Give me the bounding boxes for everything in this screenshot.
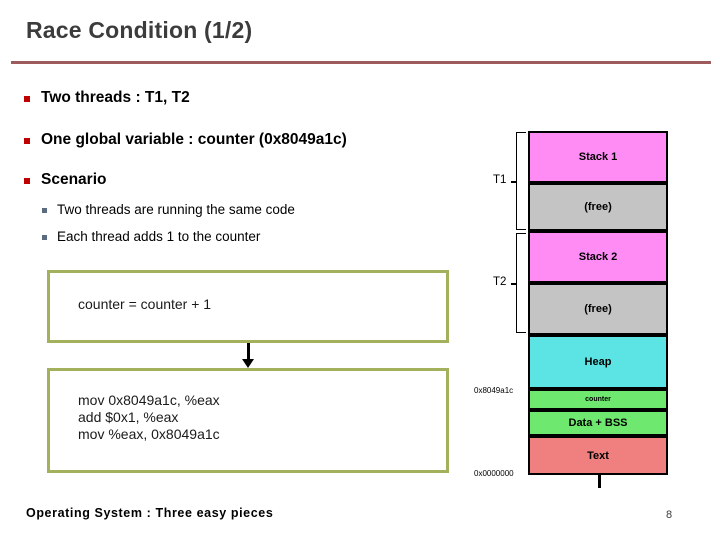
sub-bullet-label: Each thread adds 1 to the counter	[57, 229, 261, 244]
memory-block-stack2: Stack 2	[528, 231, 668, 283]
memory-block-counter: counter	[528, 389, 668, 410]
memory-block-data-bss: Data + BSS	[528, 410, 668, 436]
sub-bullet-marker-icon	[42, 235, 47, 240]
bullet-two-threads: Two threads : T1, T2	[24, 89, 190, 107]
memory-block-text: Text	[528, 436, 668, 475]
flow-arrow-head-icon	[242, 359, 254, 368]
thread-t2-bracket	[516, 233, 526, 333]
footer-page-number: 8	[666, 509, 673, 521]
memory-block-free1-label: (free)	[584, 201, 612, 213]
title-divider	[11, 61, 711, 64]
assembly-code-box	[47, 368, 449, 473]
flow-arrow-shaft	[247, 343, 250, 361]
bullet-label: One global variable : counter (0x8049a1c…	[41, 131, 347, 148]
thread-t1-tick	[511, 181, 517, 183]
sub-bullet-label: Two threads are running the same code	[57, 202, 295, 217]
bullet-label: Two threads : T1, T2	[41, 89, 190, 106]
bullet-marker-icon	[24, 178, 30, 184]
high-level-code-box	[47, 270, 449, 343]
high-level-code-text: counter = counter + 1	[78, 296, 212, 312]
address-label-counter: 0x8049a1c	[474, 386, 514, 395]
memory-block-free2: (free)	[528, 283, 668, 488]
bullet-adds-one: Each thread adds 1 to the counter	[42, 229, 260, 244]
bullet-marker-icon	[24, 96, 30, 102]
sub-bullet-marker-icon	[42, 208, 47, 213]
memory-layout-diagram: Stack 1 (free) Stack 2 (free) Heap count…	[528, 131, 668, 488]
bullet-same-code: Two threads are running the same code	[42, 202, 295, 217]
page-title: Race Condition (1/2)	[26, 17, 253, 43]
bullet-global-variable: One global variable : counter (0x8049a1c…	[24, 131, 347, 149]
footer-title: Operating System : Three easy pieces	[26, 506, 274, 520]
memory-block-free2-label: (free)	[584, 303, 612, 315]
assembly-code-text: mov 0x8049a1c, %eax add $0x1, %eax mov %…	[78, 392, 220, 442]
memory-block-heap: Heap	[528, 335, 668, 389]
thread-t1-label: T1	[493, 174, 507, 186]
memory-block-stack1: Stack 1	[528, 131, 668, 183]
thread-t1-bracket	[516, 132, 526, 230]
bullet-label: Scenario	[41, 171, 107, 188]
bullet-marker-icon	[24, 138, 30, 144]
bullet-scenario: Scenario	[24, 171, 106, 189]
thread-t2-tick	[511, 283, 517, 285]
thread-t2-label: T2	[493, 276, 507, 288]
memory-block-free1: (free)	[528, 183, 668, 261]
address-label-base: 0x0000000	[474, 469, 514, 478]
